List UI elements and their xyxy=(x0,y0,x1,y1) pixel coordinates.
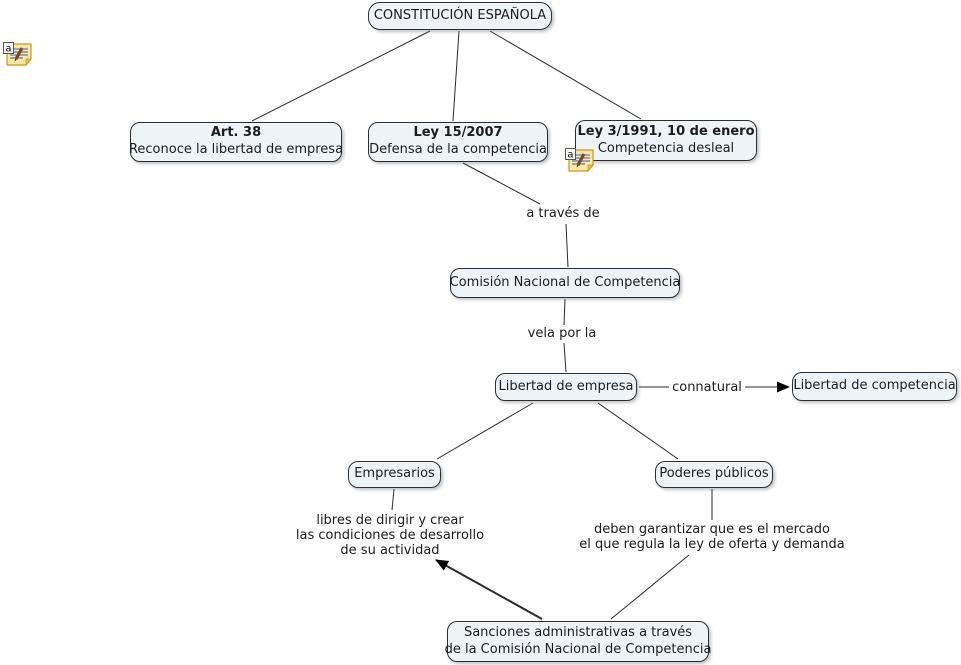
edge-constitucion-art38 xyxy=(251,30,431,122)
edge-libertadempresa-poderes xyxy=(597,402,679,460)
link-label-line: el que regula la ley de oferta y demanda xyxy=(579,537,845,552)
edge-comision-velaporla xyxy=(563,298,566,326)
link-label-a-traves-de[interactable]: a través de xyxy=(523,206,603,221)
annotation-letter: a xyxy=(567,150,573,161)
node-ley-15-2007[interactable]: Ley 15/2007 Defensa de la competencia xyxy=(368,122,548,162)
edge-libertadempresa-empresarios xyxy=(436,402,534,460)
link-label-vela-por-la[interactable]: vela por la xyxy=(524,326,600,341)
node-constitucion-espanola[interactable]: CONSTITUCIÓN ESPAÑOLA xyxy=(368,2,552,30)
node-subtitle: Defensa de la competencia xyxy=(369,142,547,157)
node-label: Comisión Nacional de Competencia xyxy=(449,274,681,290)
node-subtitle: Reconoce la libertad de empresa xyxy=(128,142,344,157)
link-label-deben-garantizar[interactable]: deben garantizar que es el mercado el qu… xyxy=(576,522,848,552)
node-subtitle: Competencia desleal xyxy=(597,140,735,156)
node-label: CONSTITUCIÓN ESPAÑOLA xyxy=(373,7,547,23)
edge-empresarios-libres xyxy=(391,488,395,511)
annotation-note-icon[interactable]: a xyxy=(565,148,595,172)
node-label: Empresarios xyxy=(354,466,435,482)
annotation-note-glyph: a xyxy=(3,42,32,66)
node-label-line1: Sanciones administrativas a través xyxy=(463,624,693,640)
link-label-line: de su actividad xyxy=(340,543,440,558)
annotation-letter: a xyxy=(5,44,11,55)
node-title: Ley 3/1991, 10 de enero xyxy=(577,123,755,139)
edge-sanciones-libres-arrow xyxy=(435,559,543,620)
edge-constitucion-ley31991 xyxy=(489,30,642,120)
node-art-38[interactable]: Art. 38 Reconoce la libertad de empresa xyxy=(128,122,344,162)
node-label: Libertad de empresa xyxy=(498,378,634,394)
edge-ley15-atravesde xyxy=(462,162,541,205)
edge-velaporla-libertadempresa xyxy=(563,342,567,373)
link-label-connatural[interactable]: connatural xyxy=(669,380,745,395)
node-comision-nacional-competencia[interactable]: Comisión Nacional de Competencia xyxy=(450,268,680,298)
node-sanciones-administrativas[interactable]: Sanciones administrativas a través de la… xyxy=(444,621,712,662)
link-label-line: libres de dirigir y crear xyxy=(316,513,464,528)
node-empresarios[interactable]: Empresarios xyxy=(348,461,441,488)
edge-atravesde-comision xyxy=(565,223,569,268)
node-label-line2: de la Comisión Nacional de Competencia xyxy=(444,641,712,657)
node-libertad-de-empresa[interactable]: Libertad de empresa xyxy=(495,373,637,401)
node-title: Ley 15/2007 xyxy=(413,125,503,141)
edge-constitucion-ley15 xyxy=(452,30,460,122)
node-ley-3-1991[interactable]: Ley 3/1991, 10 de enero Competencia desl… xyxy=(575,120,757,161)
link-label-line: las condiciones de desarrollo xyxy=(295,528,485,543)
link-label-line: deben garantizar que es el mercado xyxy=(594,522,830,537)
node-libertad-de-competencia[interactable]: Libertad de competencia xyxy=(792,372,957,401)
node-title: Art. 38 xyxy=(210,125,262,141)
edge-deben-sanciones xyxy=(610,554,690,620)
link-label-libres-de-dirigir[interactable]: libres de dirigir y crear las condicione… xyxy=(292,513,488,558)
annotation-note-glyph: a xyxy=(565,148,594,172)
node-label: Poderes públicos xyxy=(659,466,769,482)
node-poderes-publicos[interactable]: Poderes públicos xyxy=(655,461,773,488)
node-label: Libertad de competencia xyxy=(793,378,956,394)
annotation-note-icon[interactable]: a xyxy=(3,42,33,66)
